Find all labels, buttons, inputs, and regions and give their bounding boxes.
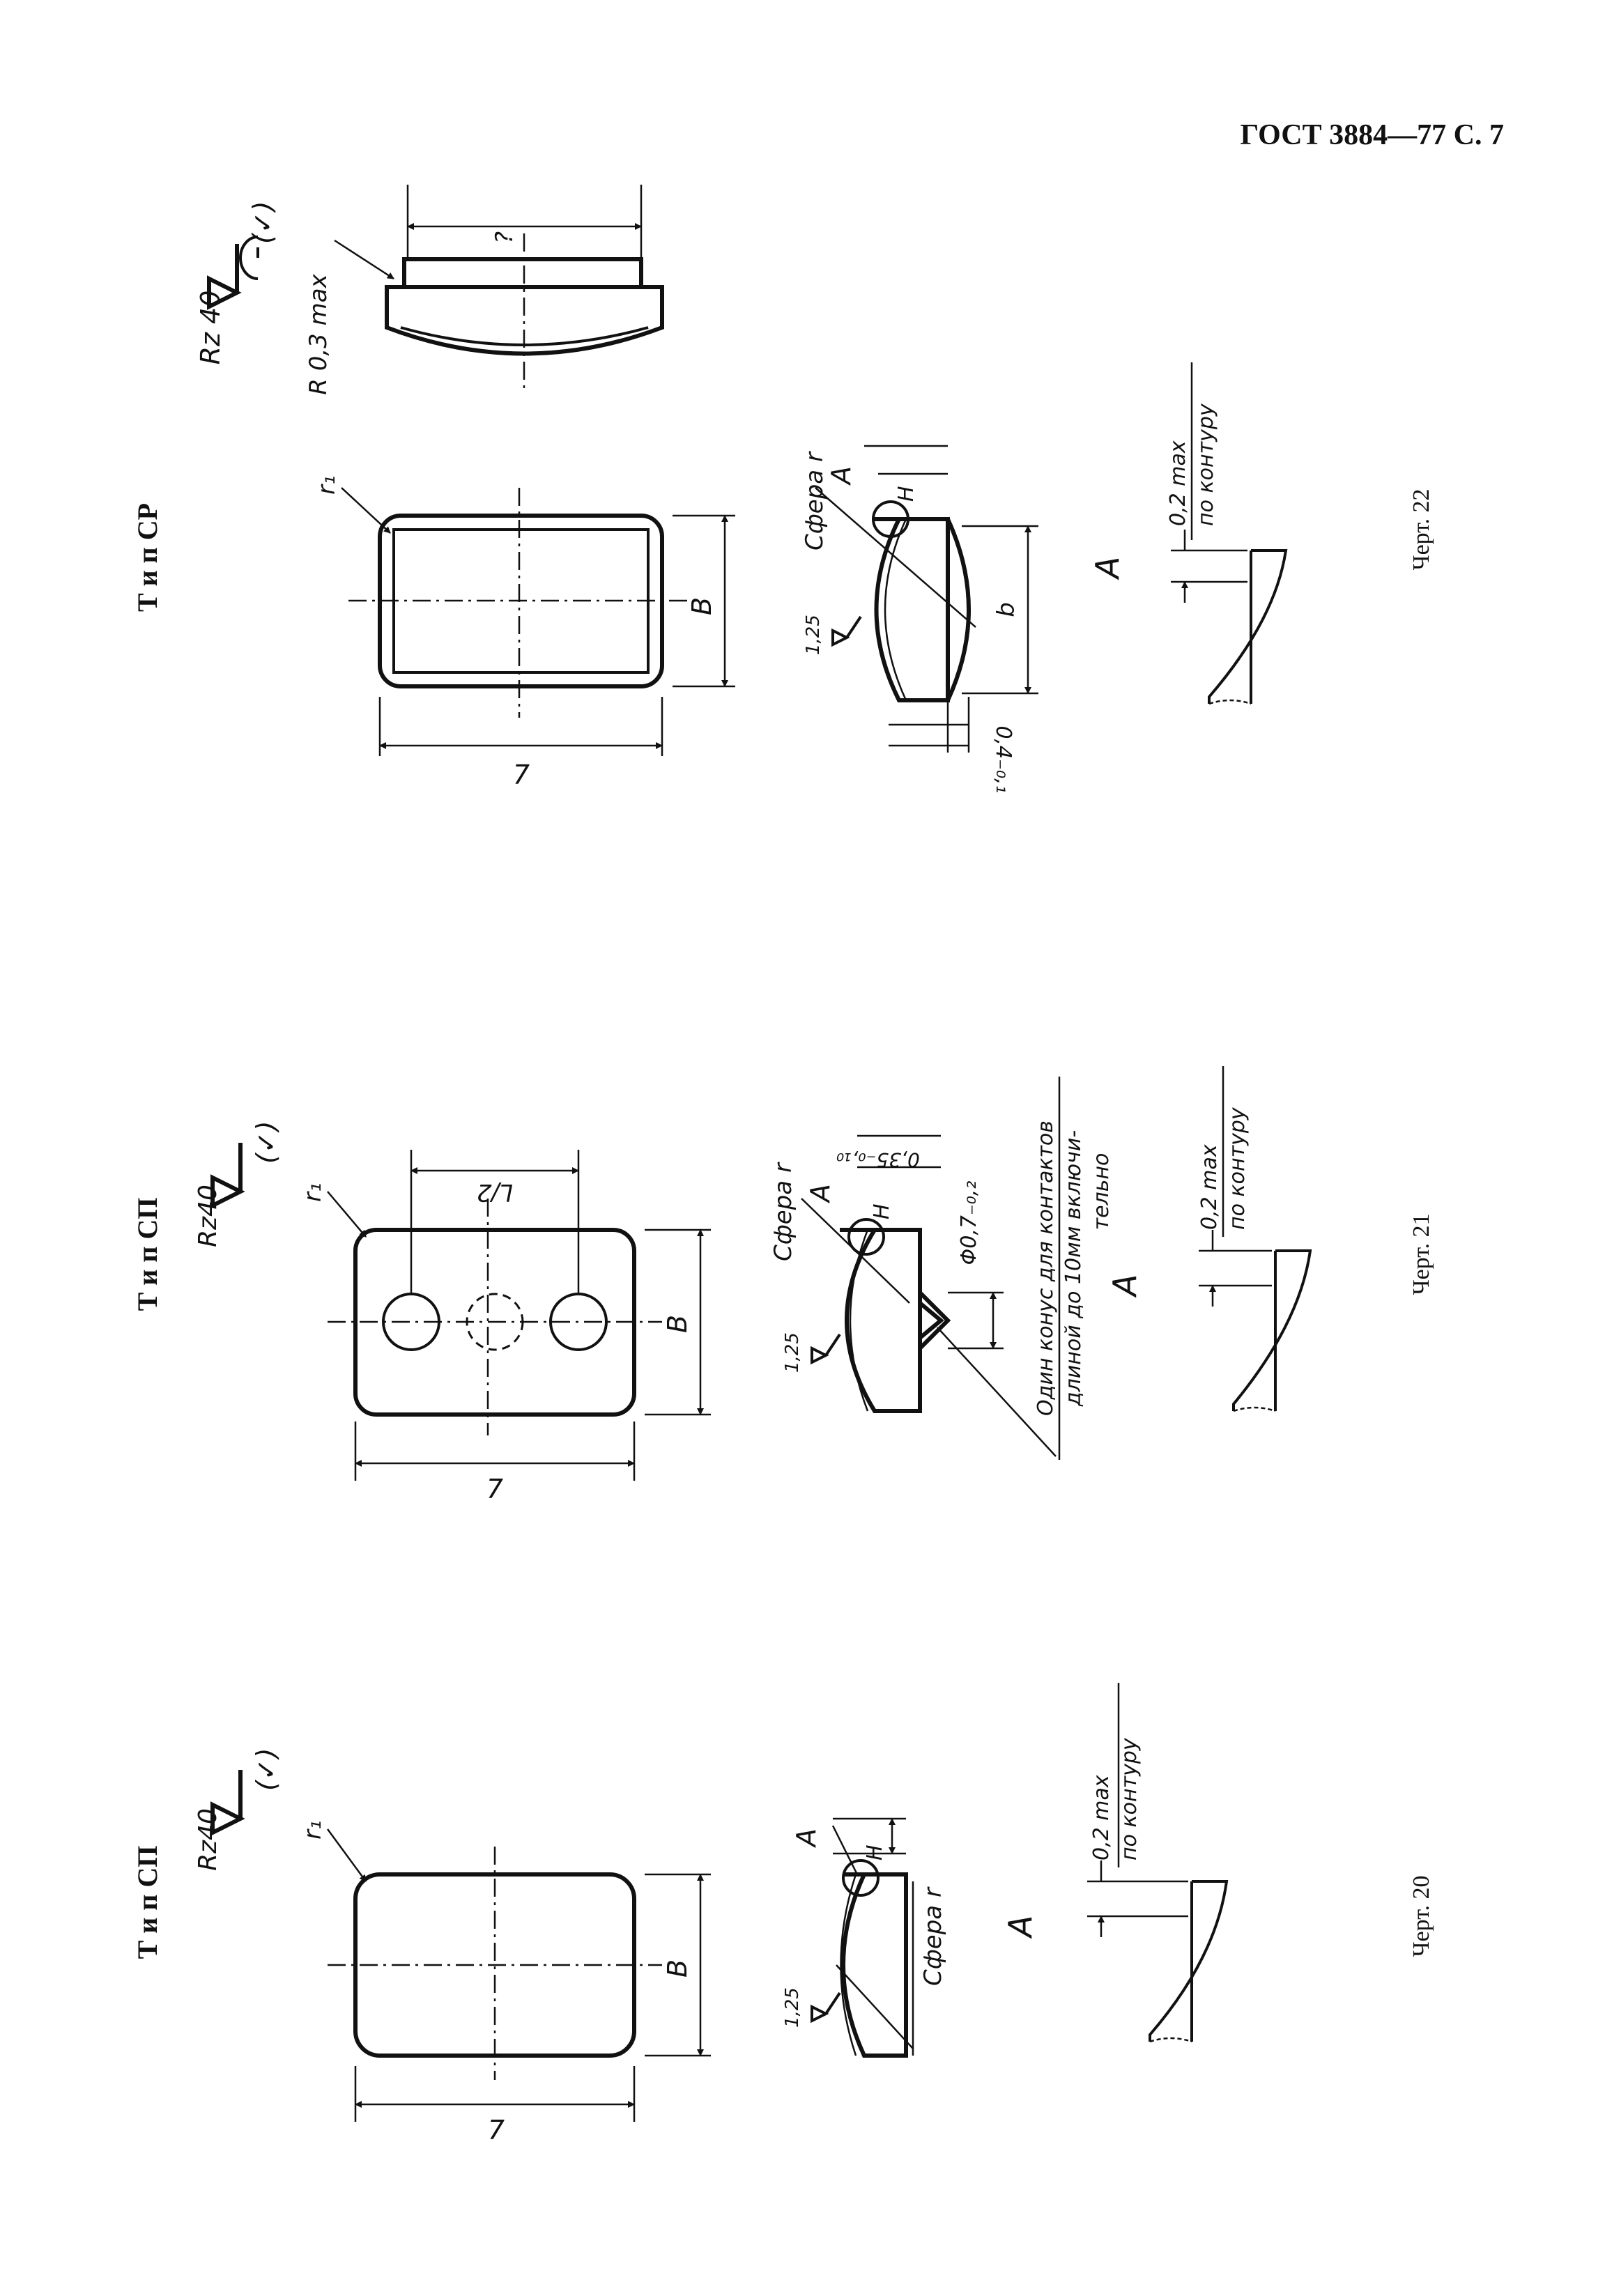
section-fig20: H A Сфера r 1,25 [782, 1817, 947, 2058]
radius-dim-fig20: r₁ [299, 1820, 327, 1840]
detail-a-fig21: 0,2 max по контуру [1197, 1066, 1312, 1412]
view-ref-fig20: A [791, 1828, 822, 1849]
detail-tol-fig21: 0,2 max [1197, 1144, 1222, 1230]
plan-view-fig20: 7 B r₁ [299, 1820, 711, 2145]
figure-20: Т и п СП Rz40 (✓) 7 B r₁ H A [132, 1683, 1434, 2145]
edge-tol-dim: 0,4₋₀,₁ [991, 725, 1015, 793]
svg-text:(✓): (✓) [251, 1748, 282, 1792]
sphere-label-fig21: Сфера r [769, 1162, 797, 1261]
chord-dim: b [992, 602, 1020, 617]
detail-a-fig20: 0,2 max по контуру [1087, 1683, 1229, 2043]
sphere-label-fig20: Сфера r [919, 1886, 947, 1986]
caption-fig20: Черт. 20 [1408, 1875, 1434, 1957]
roughness-local-fig22: 1,25 [803, 615, 824, 655]
node-label-fig22: H [894, 486, 919, 502]
caption-fig21: Черт. 21 [1408, 1213, 1434, 1295]
caption-fig22: Черт. 22 [1408, 488, 1434, 570]
figure-22: Т и п СР Rz 40 (✓) R 0,3 max ? [132, 185, 1434, 794]
plan-view-fig21: L/2 7 B r₁ [299, 1150, 711, 1504]
detail-tol-fig20: 0,2 max [1089, 1775, 1114, 1860]
type-label-fig22: Т и п СР [132, 503, 163, 612]
detail-tol-fig22: 0,2 max [1166, 440, 1190, 526]
section-fig21: H Сфера r A 0,35₋₀,₁₀ Φ0,7₋₀,₂ 1,25 Один… [769, 1077, 1114, 1460]
plan-view-fig22: 7 B r₁ [313, 475, 735, 790]
node-label-fig20: H [863, 1844, 887, 1860]
roughness-local-fig20: 1,25 [782, 1987, 803, 2028]
width-dim-fig20: B [662, 1959, 693, 1978]
detail-tol-note-fig20: по контуру [1117, 1737, 1142, 1860]
type-label-fig21: Т и п СП [132, 1198, 163, 1311]
length-dim-fig22: 7 [513, 760, 530, 790]
roughness-general-fig21: Rz40 [194, 1185, 222, 1247]
roughness-local-fig21: 1,25 [782, 1332, 803, 1373]
node-label-fig21: H [870, 1203, 894, 1219]
detail-tol-note-fig21: по контуру [1225, 1107, 1250, 1230]
svg-text:(✓): (✓) [247, 201, 278, 245]
sphere-label-fig22: Сфера r [801, 451, 829, 550]
roughness-symbol-fig22: (✓) [207, 201, 278, 310]
length-dim-fig20: 7 [488, 2115, 505, 2145]
section-fig22: H Сфера r A b 1,25 0,4₋₀,₁ [801, 445, 1038, 794]
detail-label-fig21: A [1106, 1274, 1144, 1298]
length-dim-fig21: 7 [486, 1474, 503, 1504]
figure-21: Т и п СП Rz40 (✓) L/2 7 B r₁ [132, 1066, 1434, 1504]
width-dim-fig22: B [686, 597, 717, 615]
corner-radius-note: R 0,3 max [305, 273, 332, 394]
radius-dim-fig22: r₁ [313, 475, 341, 495]
detail-a-fig22: 0,2 max по контуру [1166, 362, 1288, 705]
side-profile-fig22: ? [334, 185, 664, 390]
page-header: ГОСТ 3884—77 С. 7 [1240, 119, 1504, 151]
svg-text:(✓): (✓) [251, 1121, 282, 1164]
roughness-general-fig20: Rz40 [194, 1808, 222, 1871]
height-dim: ? [491, 231, 519, 244]
half-length-dim: L/2 [477, 1178, 513, 1206]
width-dim-fig21: B [662, 1315, 693, 1333]
type-label-fig20: Т и п СП [132, 1846, 163, 1959]
detail-label-fig22: A [1089, 557, 1126, 580]
cone-note-line3: тельно [1089, 1153, 1114, 1231]
cone-tol-dim: 0,35₋₀,₁₀ [836, 1148, 920, 1171]
detail-tol-note-fig22: по контуру [1194, 403, 1218, 526]
roughness-symbol-fig21: (✓) [210, 1121, 282, 1209]
view-ref-fig21: A [805, 1184, 836, 1204]
cone-note-line1: Один конус для контактов [1034, 1120, 1058, 1416]
roughness-symbol-fig20: (✓) [210, 1748, 282, 1836]
cone-dia-dim: Φ0,7₋₀,₂ [957, 1181, 981, 1265]
cone-note-line2: длиной до 10мм включи- [1061, 1130, 1086, 1407]
detail-label-fig20: A [1001, 1916, 1039, 1939]
view-ref-fig22: A [826, 466, 857, 486]
radius-dim-fig21: r₁ [299, 1182, 327, 1202]
